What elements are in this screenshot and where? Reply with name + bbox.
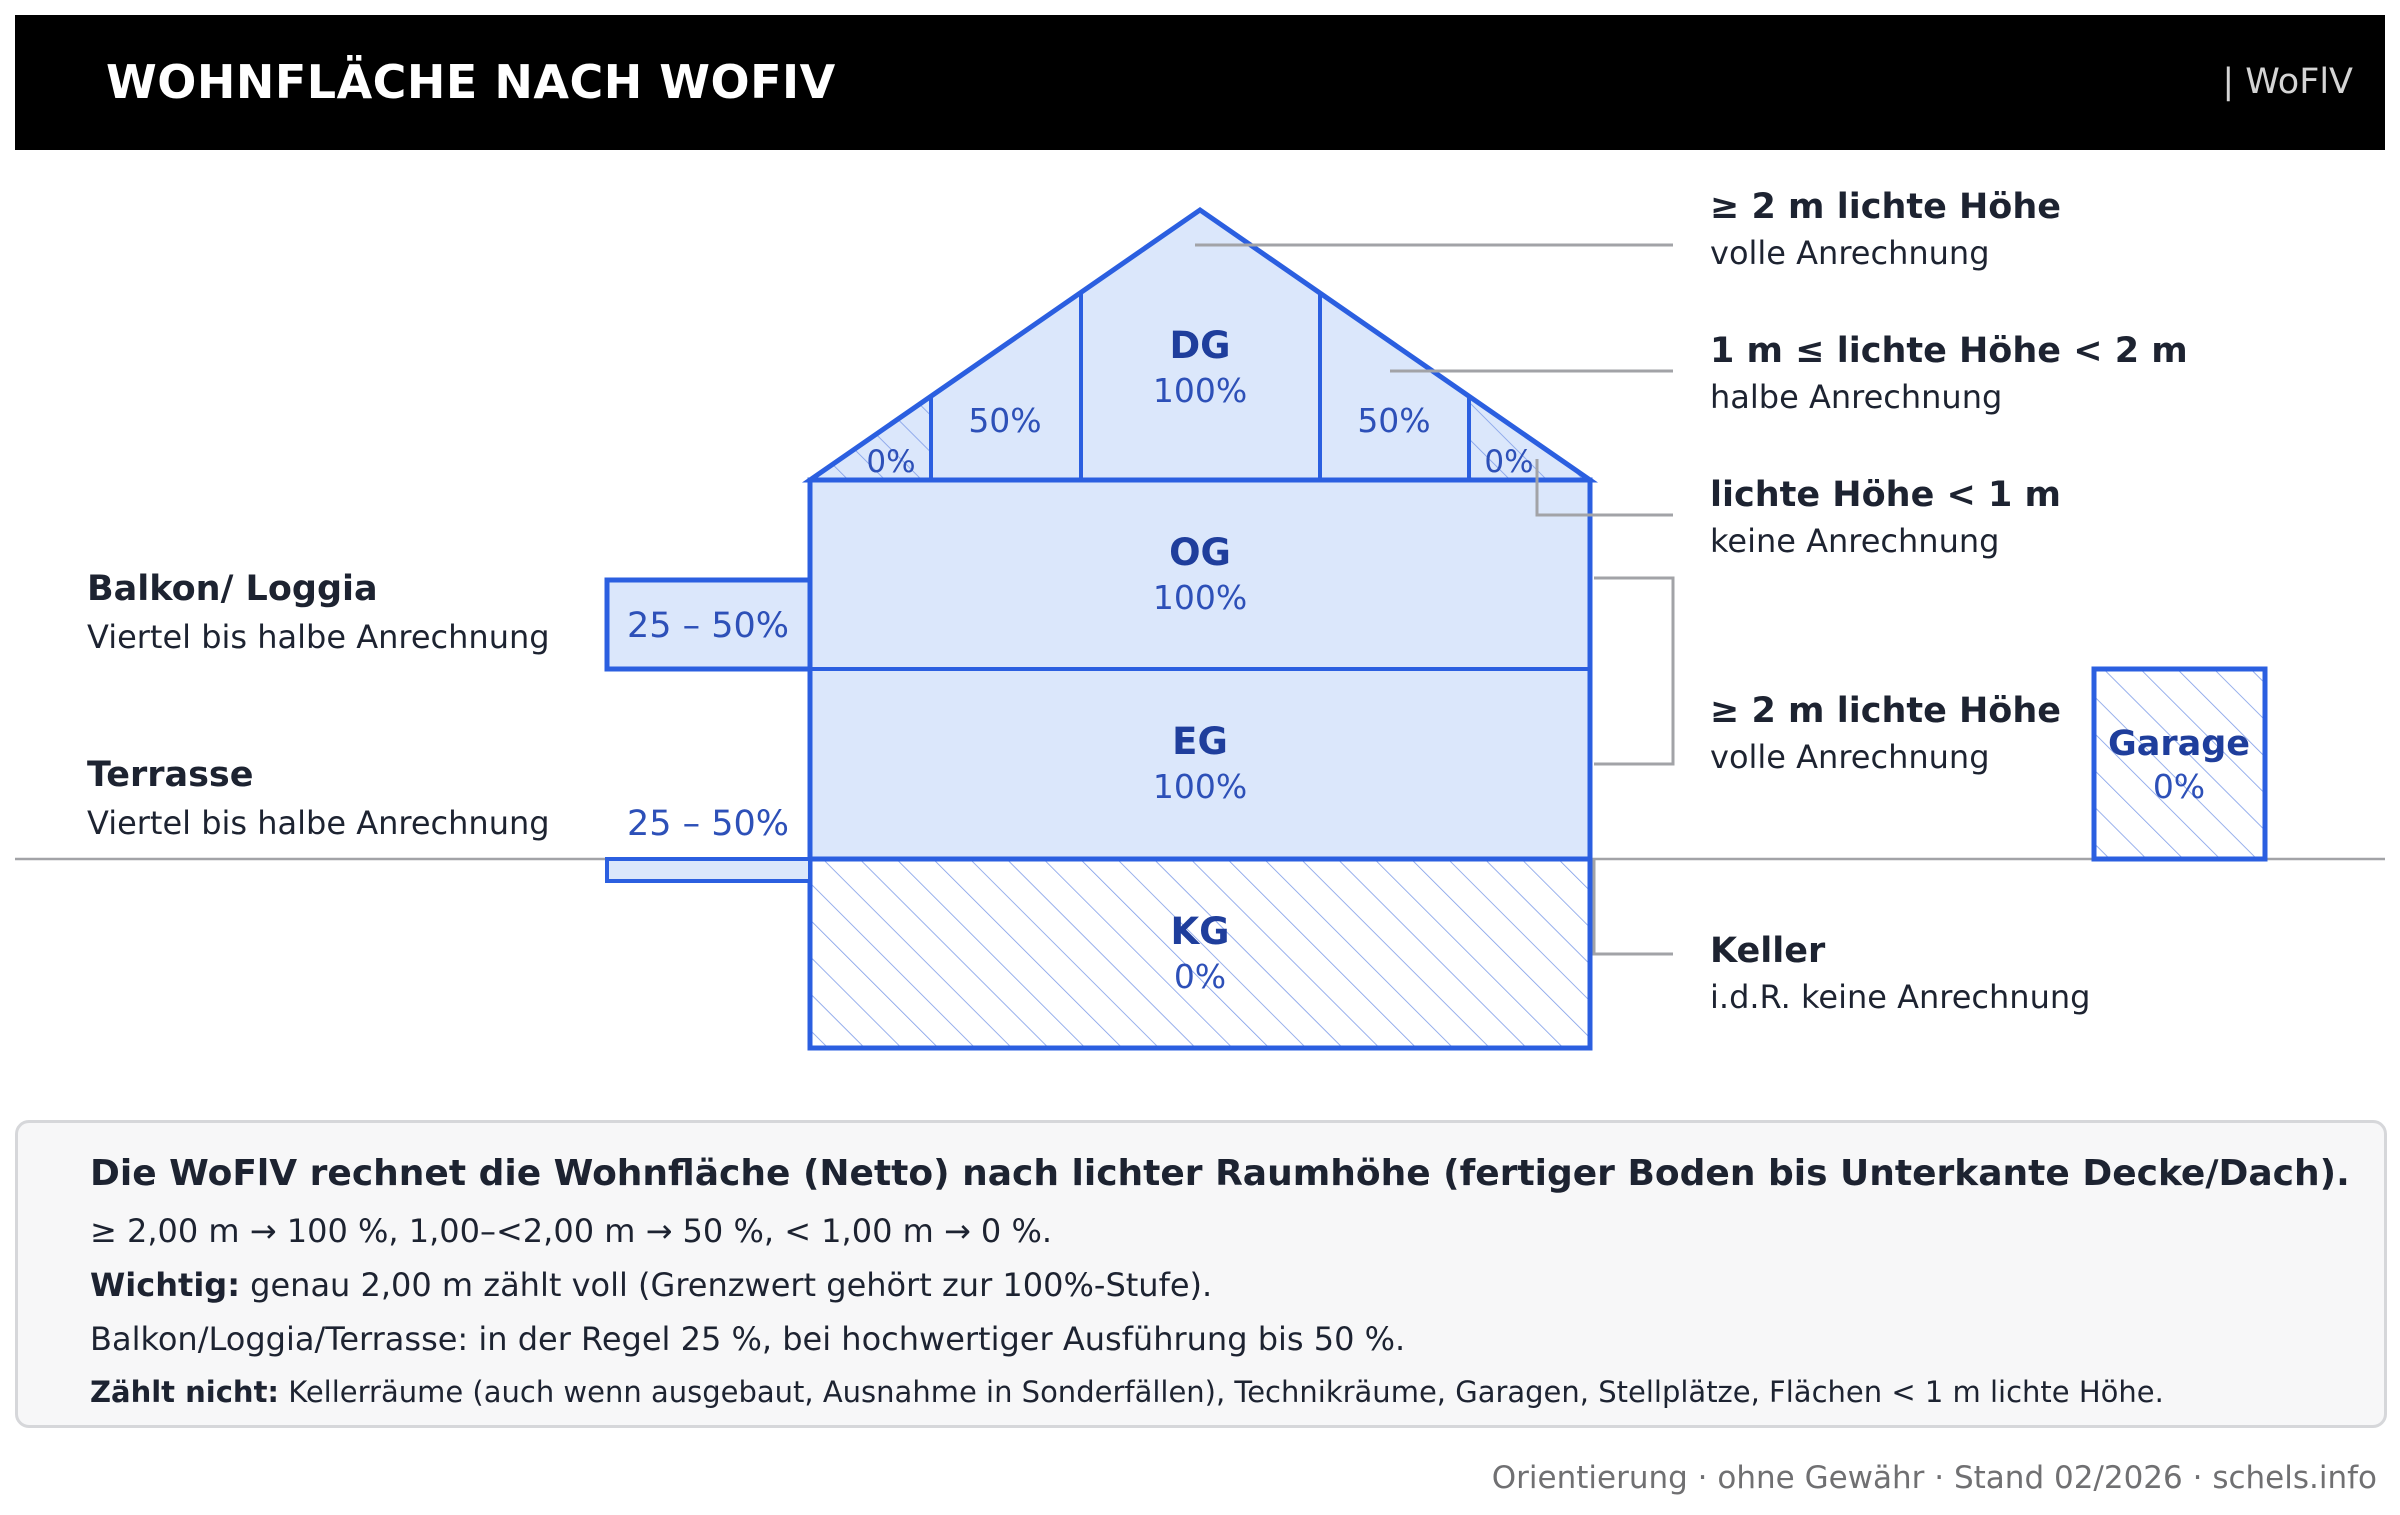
info-line-thresholds: ≥ 2,00 m → 100 %, 1,00–<2,00 m → 50 %, <…	[90, 1212, 1053, 1250]
header-tag: | WoFlV	[2222, 62, 2353, 102]
og-name: OG	[1169, 531, 1231, 574]
leader-floors-bracket	[1594, 576, 1675, 766]
info-important-text: genau 2,00 m zählt voll (Grenzwert gehör…	[239, 1266, 1213, 1304]
leader-keller	[1592, 859, 1673, 956]
dg-name: DG	[1169, 324, 1230, 367]
terrasse-slab	[605, 857, 812, 883]
garage-name: Garage	[2108, 724, 2250, 764]
floor-eg	[808, 667, 1592, 861]
label-keller-title: Keller	[1710, 931, 1826, 971]
label-low-height-sub: keine Anrechnung	[1710, 522, 1999, 560]
label-full-height-sub: volle Anrechnung	[1710, 234, 1990, 272]
label-keller-sub: i.d.R. keine Anrechnung	[1710, 978, 2090, 1016]
page-title: WOHNFLÄCHE NACH WOFIV	[106, 55, 836, 109]
label-half-height-sub: halbe Anrechnung	[1710, 378, 2002, 416]
info-important-label: Wichtig:	[90, 1266, 240, 1304]
label-full-height-title: ≥ 2 m lichte Höhe	[1710, 187, 2061, 227]
garage-pct: 0%	[2153, 767, 2205, 806]
label-low-height-title: lichte Höhe < 1 m	[1710, 475, 2061, 515]
info-excluded-text: Kellerräume (auch wenn ausgebaut, Ausnah…	[279, 1375, 2164, 1409]
kg-name: KG	[1170, 910, 1229, 953]
balkon-pct: 25 – 50%	[627, 606, 789, 646]
label-balkon-sub: Viertel bis halbe Anrechnung	[87, 618, 550, 656]
roof-dg	[810, 210, 1590, 480]
floor-kg	[807, 856, 1593, 1051]
house-outline	[807, 477, 1593, 1051]
floor-og	[808, 478, 1592, 671]
eg-pct: 100%	[1153, 767, 1247, 806]
info-title: Die WoFlV rechnet die Wohnfläche (Netto)…	[90, 1153, 2350, 1194]
label-floors-full-title: ≥ 2 m lichte Höhe	[1710, 691, 2061, 731]
terrasse-pct: 25 – 50%	[627, 804, 789, 844]
footer-note: Orientierung · ohne Gewähr · Stand 02/20…	[1491, 1460, 2377, 1496]
info-line-balcony: Balkon/Loggia/Terrasse: in der Regel 25 …	[90, 1320, 1406, 1358]
balkon-box	[604, 577, 813, 672]
garage-box	[2091, 666, 2268, 862]
label-terrasse-sub: Viertel bis halbe Anrechnung	[87, 804, 550, 842]
og-pct: 100%	[1153, 578, 1247, 617]
info-box: Die WoFlV rechnet die Wohnfläche (Netto)…	[15, 1120, 2387, 1428]
label-balkon-title: Balkon/ Loggia	[87, 569, 378, 609]
info-excluded-label: Zählt nicht:	[90, 1375, 280, 1409]
dg-zero-right-pct: 0%	[1484, 444, 1533, 480]
info-line-excluded: Zählt nicht: Kellerräume (auch wenn ausg…	[90, 1375, 2164, 1409]
label-half-height-title: 1 m ≤ lichte Höhe < 2 m	[1710, 331, 2188, 371]
label-floors-full-sub: volle Anrechnung	[1710, 738, 1990, 776]
dg-half-right-pct: 50%	[1357, 401, 1430, 440]
kg-pct: 0%	[1174, 957, 1226, 996]
header-bar: WOHNFLÄCHE NACH WOFIV | WoFlV	[15, 15, 2385, 150]
eg-name: EG	[1172, 720, 1228, 763]
dg-pct: 100%	[1153, 371, 1247, 410]
dg-zero-left-pct: 0%	[866, 444, 915, 480]
dg-half-left-pct: 50%	[968, 401, 1041, 440]
leader-low-height	[1535, 459, 1673, 517]
info-line-important: Wichtig: genau 2,00 m zählt voll (Grenzw…	[90, 1266, 1212, 1304]
label-terrasse-title: Terrasse	[87, 755, 254, 795]
